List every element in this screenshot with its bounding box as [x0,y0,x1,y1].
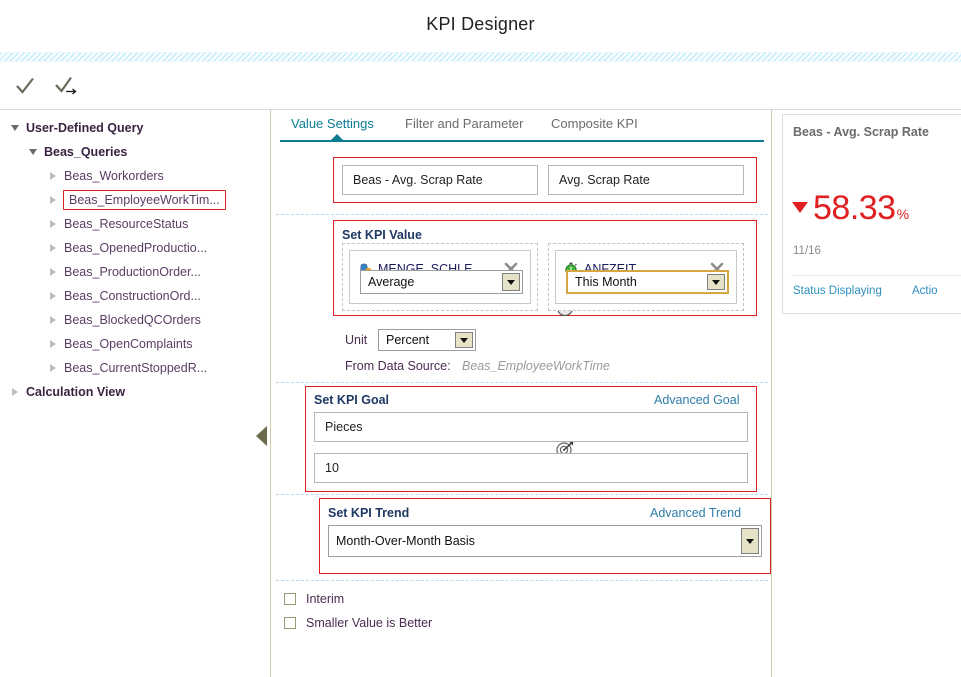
query-tree-sidebar[interactable]: User-Defined QueryBeas_QueriesBeas_Worko… [0,110,271,677]
tab-filter-and-parameter[interactable]: Filter and Parameter [405,116,524,131]
trend-basis-value: Month-Over-Month Basis [336,534,475,548]
caret-right-icon[interactable] [46,241,60,255]
unit-select[interactable]: Percent [378,329,476,351]
kpi-short-name-input[interactable] [548,165,744,195]
tree-item-label: Calculation View [26,380,125,404]
sidebar-collapse-handle[interactable] [253,424,269,448]
tab-composite-kpi[interactable]: Composite KPI [551,116,638,131]
data-source-value: Beas_EmployeeWorkTime [462,359,610,373]
interim-label: Interim [306,592,344,606]
time-period-value: This Month [575,275,637,289]
caret-right-icon[interactable] [46,313,60,327]
tree-item-user-defined-query[interactable]: User-Defined Query [0,116,270,140]
tree-item-beas-openedproductio[interactable]: Beas_OpenedProductio... [0,236,270,260]
trend-down-arrow-icon [792,202,808,213]
tree-item-label: Beas_ConstructionOrd... [64,284,201,308]
measure-aggregation-value: Average [368,275,414,289]
tree-item-beas-resourcestatus[interactable]: Beas_ResourceStatus [0,212,270,236]
active-tab-pointer [331,134,343,140]
kpi-name-input[interactable] [342,165,538,195]
caret-right-icon[interactable] [46,289,60,303]
set-kpi-goal-title: Set KPI Goal [314,393,389,407]
kpi-time-card[interactable]: ANFZEIT This Month [548,243,744,311]
divider-after-goal [276,494,768,495]
tree-item-label: Beas_ProductionOrder... [64,260,201,284]
caret-right-icon[interactable] [46,217,60,231]
trend-basis-select[interactable]: Month-Over-Month Basis [328,525,762,557]
preview-value: 58.33 [813,189,896,228]
header-divider-band [0,52,961,62]
tree-item-label: User-Defined Query [26,116,143,140]
action-link[interactable]: Actio [912,285,938,297]
tab-value-settings[interactable]: Value Settings [291,116,374,131]
tree-item-beas-blockedqcorders[interactable]: Beas_BlockedQCOrders [0,308,270,332]
tree-item-beas-opencomplaints[interactable]: Beas_OpenComplaints [0,332,270,356]
kpi-preview-panel: Beas - Avg. Scrap Rate 58.33 % 11/16 - S… [773,110,961,677]
tree-item-label: Beas_EmployeeWorkTim... [63,190,226,210]
preview-unit-symbol: % [897,206,909,222]
preview-date: 11/16 [793,245,821,257]
confirm-and-next-check-arrow-icon[interactable] [48,68,86,104]
tree-item-label: Beas_ResourceStatus [64,212,188,236]
tree-item-label: Beas_Workorders [64,164,164,188]
preview-title: Beas - Avg. Scrap Rate [793,125,929,139]
interim-checkbox-box[interactable] [284,593,296,605]
chevron-down-icon[interactable] [741,528,759,554]
status-displaying-link[interactable]: Status Displaying [793,285,882,297]
unit-label: Unit [345,333,367,347]
advanced-trend-link[interactable]: Advanced Trend [650,506,741,520]
kpi-preview-tile[interactable]: Beas - Avg. Scrap Rate 58.33 % 11/16 - S… [782,114,961,314]
tree-item-label: Beas_CurrentStoppedR... [64,356,207,380]
time-period-select[interactable]: This Month [566,270,729,294]
goal-unit-input[interactable] [314,412,748,442]
caret-down-icon[interactable] [26,145,40,159]
caret-right-icon[interactable] [46,265,60,279]
chevron-down-icon[interactable] [707,274,725,290]
measure-aggregation-select[interactable]: Average [360,270,523,294]
caret-right-icon[interactable] [46,361,60,375]
unit-value: Percent [386,333,429,347]
caret-right-icon[interactable] [46,193,60,207]
tree-item-beas-productionorder[interactable]: Beas_ProductionOrder... [0,260,270,284]
page-title: KPI Designer [0,14,961,35]
data-source-label: From Data Source: [345,359,451,373]
tree-item-beas-workorders[interactable]: Beas_Workorders [0,164,270,188]
caret-right-icon[interactable] [8,385,22,399]
caret-down-icon[interactable] [8,121,22,135]
tree-item-beas-currentstoppedr[interactable]: Beas_CurrentStoppedR... [0,356,270,380]
tree-item-label: Beas_BlockedQCOrders [64,308,201,332]
value-settings-panel: Value Settings Filter and Parameter Comp… [272,110,772,677]
set-kpi-value-title: Set KPI Value [342,228,422,242]
chevron-down-icon[interactable] [455,332,473,348]
confirm-check-icon[interactable] [6,68,44,104]
tree-item-beas-queries[interactable]: Beas_Queries [0,140,270,164]
tree-item-label: Beas_OpenComplaints [64,332,193,356]
window-header: KPI Designer [0,0,961,52]
divider-after-trend [276,580,768,581]
smaller-value-checkbox-box[interactable] [284,617,296,629]
tree-item-label: Beas_Queries [44,140,127,164]
checkbox-smaller-value-is-better[interactable]: Smaller Value is Better [284,616,432,630]
caret-right-icon[interactable] [46,169,60,183]
checkbox-interim[interactable]: Interim [284,592,344,606]
kpi-measure-card[interactable]: MENGE_SCHLE... Average [342,243,538,311]
preview-value-row: 58.33 % [792,189,909,228]
tree-item-calculation-view[interactable]: Calculation View [0,380,270,404]
toolbar [0,62,961,110]
tree-item-label: Beas_OpenedProductio... [64,236,207,260]
divider-after-value [276,382,768,383]
tab-bar: Value Settings Filter and Parameter Comp… [272,110,772,142]
smaller-value-label: Smaller Value is Better [306,616,432,630]
set-kpi-trend-title: Set KPI Trend [328,506,409,520]
advanced-goal-link[interactable]: Advanced Goal [654,393,739,407]
tab-underline [280,140,764,142]
tree-item-beas-constructionord[interactable]: Beas_ConstructionOrd... [0,284,270,308]
tree-item-beas-employeeworktim[interactable]: Beas_EmployeeWorkTim... [0,188,270,212]
goal-value-input[interactable] [314,453,748,483]
divider-after-name [276,214,768,215]
chevron-down-icon[interactable] [502,273,520,291]
preview-separator [791,275,961,276]
caret-right-icon[interactable] [46,337,60,351]
